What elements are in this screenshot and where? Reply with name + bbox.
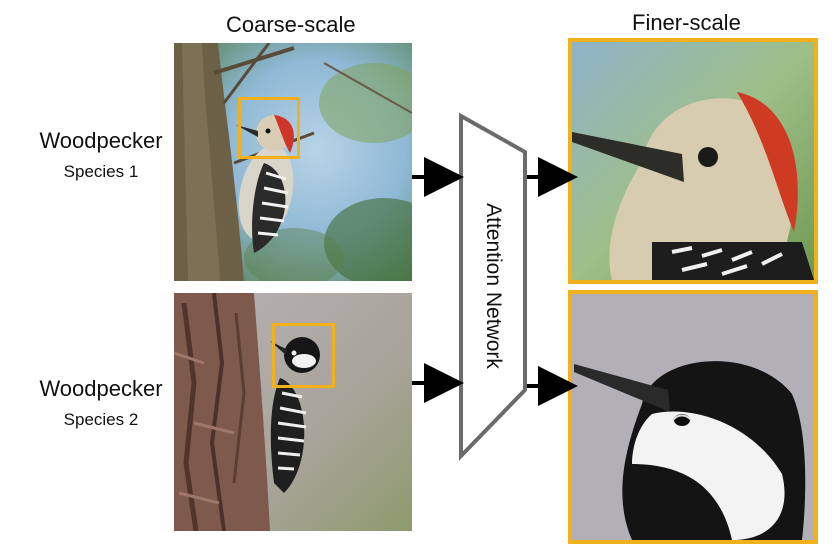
row-label-species-1: Woodpecker Species 1 [28, 128, 174, 182]
attention-region-box-1 [238, 97, 300, 159]
bird-name-label: Woodpecker [39, 128, 163, 153]
finer-image-species-1 [568, 38, 818, 284]
coarse-image-species-1 [174, 43, 412, 281]
finer-scale-heading: Finer-scale [632, 10, 741, 35]
coarse-scale-heading: Coarse-scale [226, 12, 356, 37]
row-label-species-2: Woodpecker Species 2 [28, 376, 174, 430]
species-label: Species 2 [63, 410, 139, 429]
coarse-image-species-2 [174, 293, 412, 531]
attention-region-box-2 [272, 323, 335, 388]
attention-network-block [459, 112, 527, 461]
attention-network-label: Attention Network [482, 203, 505, 369]
species-label: Species 1 [63, 162, 139, 181]
finer-image-species-2 [568, 290, 818, 544]
bird-name-label: Woodpecker [39, 376, 163, 401]
